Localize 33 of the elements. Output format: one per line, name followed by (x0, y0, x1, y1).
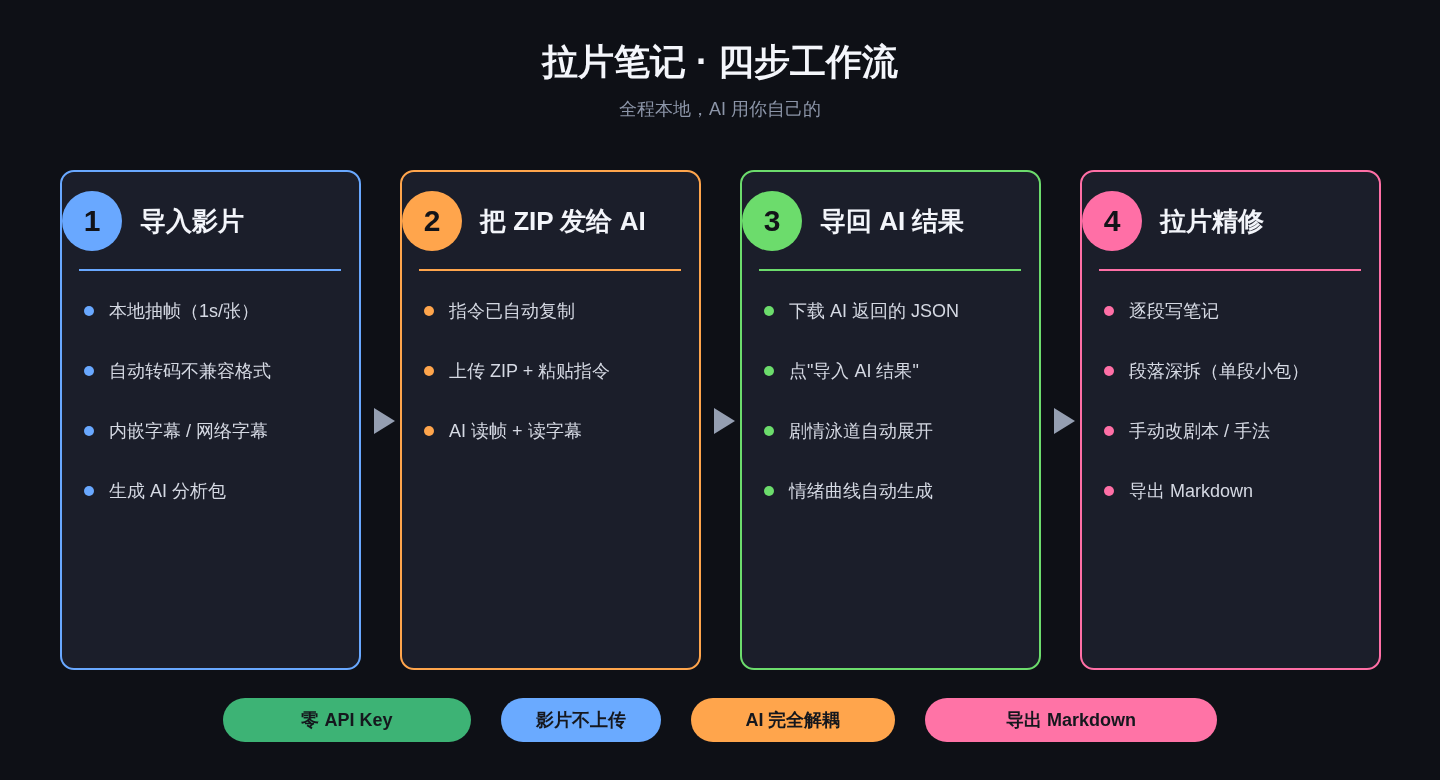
step-number-badge: 2 (402, 191, 462, 251)
page-title: 拉片笔记 · 四步工作流 (542, 40, 898, 84)
bullet-text: 点"导入 AI 结果" (789, 360, 919, 383)
bullet-text: 下载 AI 返回的 JSON (789, 300, 959, 323)
bullet-text: 指令已自动复制 (449, 300, 575, 323)
bullet-text: 逐段写笔记 (1129, 300, 1219, 323)
step-card (1080, 170, 1381, 670)
bullet-text: 手动改剧本 / 手法 (1129, 420, 1270, 443)
bullet-text: 本地抽帧（1s/张） (109, 300, 259, 323)
bullet-text: 自动转码不兼容格式 (109, 360, 271, 383)
subtitle: 全程本地，AI 用你自己的 (619, 98, 821, 121)
feature-tag: 导出 Markdown (925, 698, 1217, 742)
bullet-text: 剧情泳道自动展开 (789, 420, 933, 443)
bullet-text: 导出 Markdown (1129, 480, 1254, 503)
bullet-text: 内嵌字幕 / 网络字幕 (109, 420, 268, 443)
bullet-text: AI 读帧 + 读字幕 (449, 420, 582, 443)
step-heading: 拉片精修 (1160, 205, 1264, 237)
step-card (740, 170, 1041, 670)
step-heading: 导入影片 (140, 205, 244, 237)
bullet-text: 段落深拆（单段小包） (1129, 360, 1309, 383)
step-number-badge: 1 (62, 191, 122, 251)
bullet-text: 上传 ZIP + 粘贴指令 (449, 360, 611, 383)
bullet-text: 情绪曲线自动生成 (789, 480, 933, 503)
bullet-text: 生成 AI 分析包 (109, 480, 226, 503)
step-card (400, 170, 701, 670)
feature-tag: 零 API Key (223, 698, 471, 742)
step-card (60, 170, 361, 670)
step-number-badge: 4 (1082, 191, 1142, 251)
step-heading: 导回 AI 结果 (820, 205, 965, 237)
step-number-badge: 3 (742, 191, 802, 251)
step-heading: 把 ZIP 发给 AI (480, 205, 646, 237)
feature-tag: 影片不上传 (501, 698, 661, 742)
feature-tag: AI 完全解耦 (691, 698, 895, 742)
